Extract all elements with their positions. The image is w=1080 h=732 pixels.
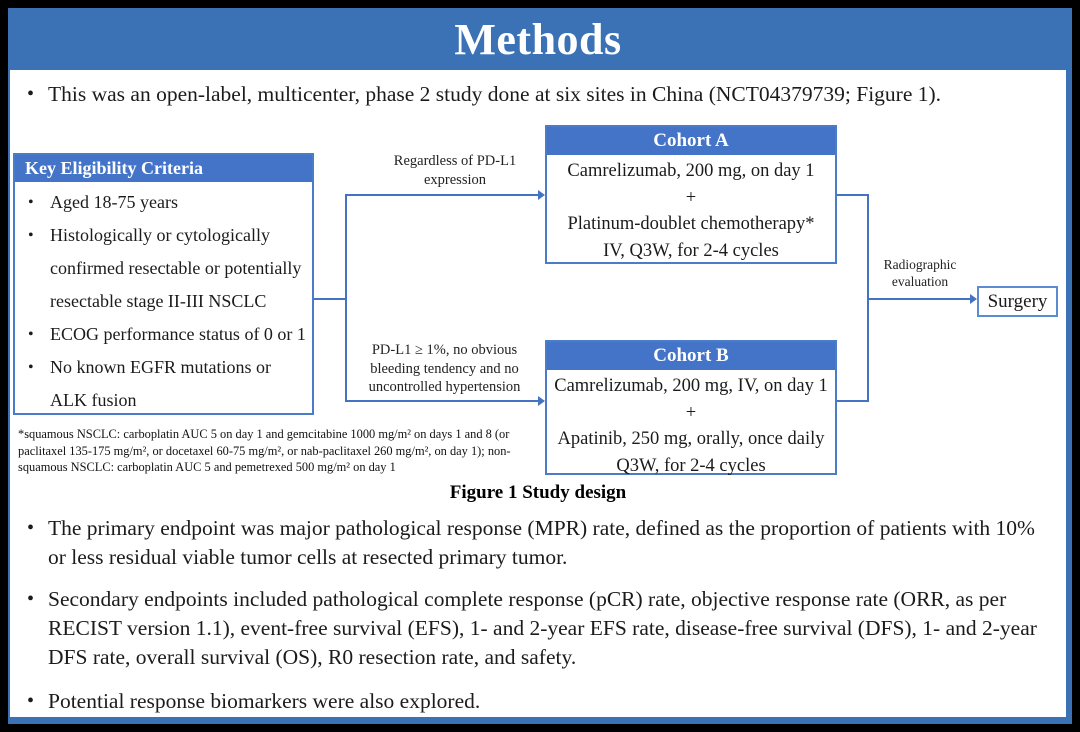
cohort-b-line: Camrelizumab, 200 mg, IV, on day 1 <box>554 376 828 396</box>
cohort-b-line: + <box>685 402 697 423</box>
eligibility-box: Key Eligibility Criteria Aged 18-75 year… <box>13 153 314 415</box>
study-design-diagram: Key Eligibility Criteria Aged 18-75 year… <box>10 112 1066 478</box>
cohort-b-box: Cohort B Camrelizumab, 200 mg, IV, on da… <box>545 340 837 476</box>
intro-bullet: This was an open-label, multicenter, pha… <box>10 80 1066 109</box>
figure-caption: Figure 1 Study design <box>449 482 627 503</box>
eligibility-item: ECOG performance status of 0 or 1 <box>15 318 312 351</box>
connector-to-cohort-a <box>345 194 538 196</box>
connector-cohort-b-out <box>837 400 869 402</box>
endpoint-bullet: The primary endpoint was major pathologi… <box>10 514 1066 572</box>
arrowhead-cohort-a-icon <box>538 190 545 200</box>
cohort-a-body: Camrelizumab, 200 mg, on day 1 + Platinu… <box>547 155 835 264</box>
endpoint-bullet: Potential response biomarkers were also … <box>10 687 1066 716</box>
surgery-box: Surgery <box>977 286 1058 317</box>
eligibility-item: Histologically or cytologically confirme… <box>15 219 312 318</box>
branch-label-top: Regardless of PD-L1 expression <box>393 153 517 188</box>
arrowhead-surgery-icon <box>970 294 977 304</box>
page-title: Methods <box>454 14 622 64</box>
branch-label-bottom: PD-L1 ≥ 1%, no obvious bleeding tendency… <box>368 342 521 395</box>
evaluation-label: Radiographic evaluation <box>883 257 957 289</box>
connector-cohort-a-out <box>837 194 869 196</box>
cohort-a-header: Cohort A <box>547 127 835 155</box>
endpoint-bullet: Secondary endpoints included pathologica… <box>10 585 1066 672</box>
cohort-a-line: IV, Q3W, for 2-4 cycles <box>603 240 779 261</box>
connector-branch-vertical <box>345 194 347 402</box>
cohort-a-line: Camrelizumab, 200 mg, on day 1 <box>567 161 815 181</box>
eligibility-header: Key Eligibility Criteria <box>15 155 312 182</box>
eligibility-item: Aged 18-75 years <box>15 186 312 219</box>
cohort-a-line: Platinum-doublet chemotherapy* <box>567 214 815 234</box>
connector-to-surgery <box>867 298 970 300</box>
connector-eligibility-out <box>314 298 345 300</box>
chemo-footnote: *squamous NSCLC: carboplatin AUC 5 on da… <box>18 427 511 474</box>
eligibility-item: No known EGFR mutations or ALK fusion <box>15 351 312 417</box>
cohort-a-box: Cohort A Camrelizumab, 200 mg, on day 1 … <box>545 125 837 264</box>
cohort-b-header: Cohort B <box>547 342 835 370</box>
slide-title-banner: Methods <box>10 8 1066 70</box>
cohort-b-body: Camrelizumab, 200 mg, IV, on day 1 + Apa… <box>547 370 835 479</box>
endpoint-bullets: The primary endpoint was major pathologi… <box>10 514 1066 716</box>
arrowhead-cohort-b-icon <box>538 396 545 406</box>
cohort-a-line: + <box>685 187 697 208</box>
connector-to-cohort-b <box>345 400 538 402</box>
cohort-b-line: Apatinib, 250 mg, orally, once daily <box>557 429 825 449</box>
methods-slide: Methods This was an open-label, multicen… <box>8 8 1072 724</box>
eligibility-list: Aged 18-75 years Histologically or cytol… <box>15 182 312 417</box>
cohort-b-line: Q3W, for 2-4 cycles <box>616 455 766 476</box>
